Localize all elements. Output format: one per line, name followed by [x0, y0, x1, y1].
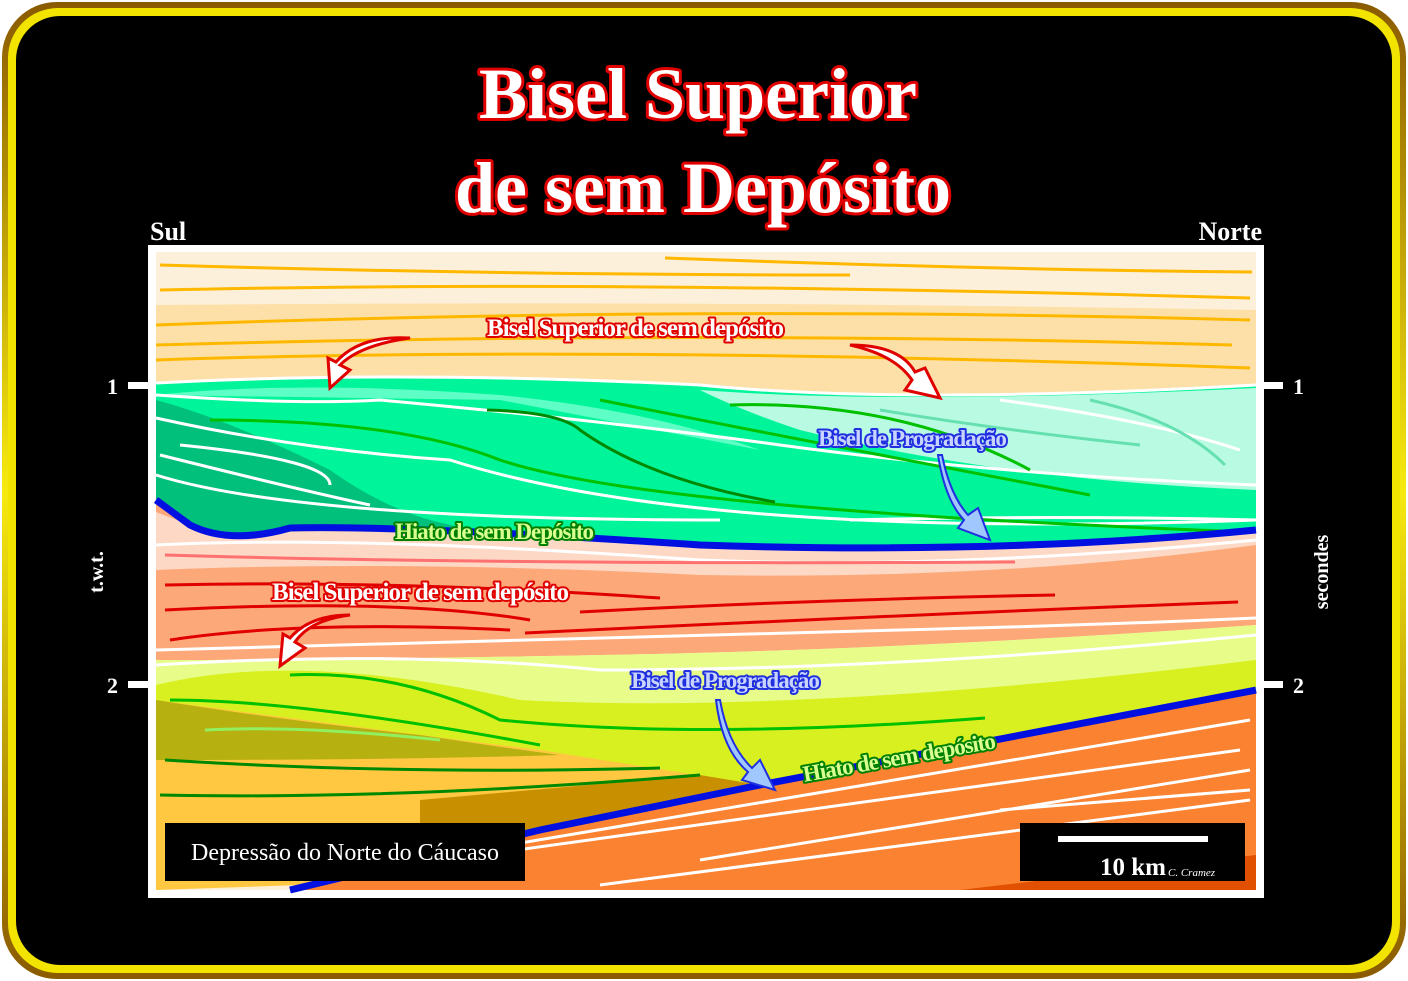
layer-mint-green: [156, 387, 760, 450]
downlap-arrow-upper: [936, 454, 992, 542]
label-toplap-upper: Bisel Superior de sem depósito: [487, 315, 783, 342]
direction-north: Norte: [1198, 217, 1262, 246]
reflectors-dark-green: [159, 408, 776, 798]
right-tick-mark-1: [1263, 382, 1283, 389]
scale-label: 10 km: [1100, 854, 1166, 881]
left-tick-2: 2: [107, 673, 118, 698]
title-line-2: de sem Depósito: [455, 148, 951, 228]
label-downlap-upper: Bisel de Progradação: [818, 426, 1006, 451]
label-downlap-lower: Bisel de Progradação: [631, 668, 819, 693]
right-axis: 1 2 secondes: [1263, 374, 1333, 698]
reflector-pink: [164, 553, 1016, 565]
location-box: [165, 823, 525, 881]
label-toplap-lower: Bisel Superior de sem depósito: [272, 579, 568, 606]
toplap-arrow-left: [326, 336, 411, 392]
seismic-section: Bisel Superior de sem depósito Bisel de …: [148, 245, 1264, 898]
right-tick-2: 2: [1293, 673, 1304, 698]
label-hiatus-upper: Hiato de sem Depósito: [395, 519, 594, 544]
reflectors-pale-teal: [879, 398, 1227, 467]
toplap-arrows: [278, 336, 943, 670]
scale-box: [1020, 823, 1245, 881]
location-label: Depressão do Norte do Cáucaso: [191, 840, 499, 866]
credit-label: C. Cramez: [1168, 867, 1216, 879]
right-axis-label: secondes: [1311, 535, 1333, 610]
direction-south: Sul: [150, 217, 186, 246]
left-tick-mark-2: [128, 681, 148, 688]
right-tick-1: 1: [1293, 374, 1304, 399]
reflectors-orange: [155, 256, 1253, 370]
scale-bar: [1058, 836, 1208, 842]
downlap-arrow-lower: [714, 699, 777, 792]
left-axis-label: t.w.t.: [86, 551, 108, 593]
reflectors-white: [155, 375, 1257, 887]
downlap-arrows: [714, 454, 992, 792]
left-axis: 1 2 t.w.t.: [86, 374, 148, 698]
reflectors-red: [164, 582, 1239, 642]
title-line-1: Bisel Superior: [479, 54, 917, 134]
left-tick-mark-1: [128, 382, 148, 389]
layer-olive: [156, 700, 560, 760]
toplap-arrow-lower: [278, 613, 351, 670]
toplap-arrow-right: [849, 343, 943, 401]
reflector-light-green: [204, 727, 441, 742]
upper-unconformity: [153, 497, 1257, 552]
layer-peach: [156, 303, 1256, 395]
right-tick-mark-2: [1263, 681, 1283, 688]
lower-unconformity: [289, 686, 1257, 894]
left-tick-1: 1: [107, 374, 118, 399]
layer-pale-green: [700, 388, 1256, 490]
